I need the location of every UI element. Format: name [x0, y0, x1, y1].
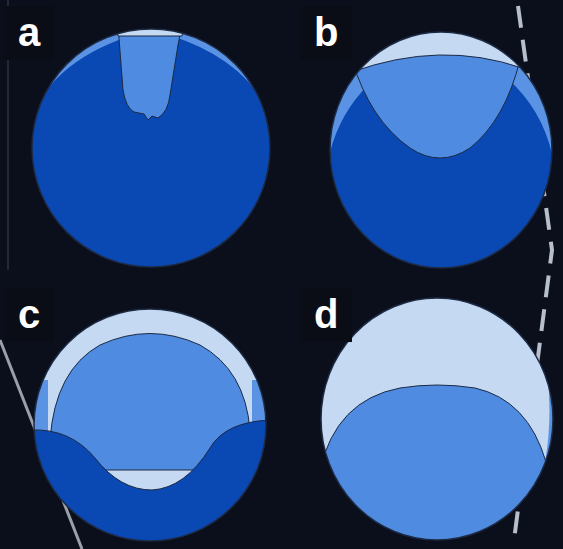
- panel-letter: a: [4, 6, 54, 60]
- cell-c: [30, 305, 270, 545]
- cell-b: [320, 25, 563, 275]
- cell-a: [20, 20, 290, 280]
- panel-letter: b: [300, 6, 352, 60]
- panel-letter: d: [300, 288, 352, 342]
- panel-letter: c: [4, 288, 54, 342]
